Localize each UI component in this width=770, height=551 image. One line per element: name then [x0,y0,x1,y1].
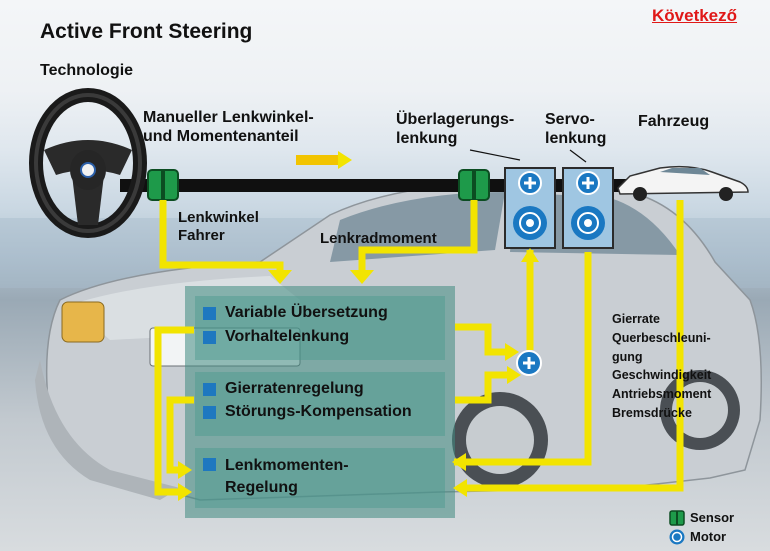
manual-steering-label-line1: Manueller Lenkwinkel- [143,109,314,126]
control-unit-box [185,286,455,518]
flow-arrow-body [296,155,338,165]
bullet-square-icon [203,383,216,396]
lenkradmoment-label: Lenkradmoment [320,230,437,247]
ueberlagerung-actuator [504,167,556,249]
bmw-logo-icon [80,162,96,178]
arrow-right [505,343,519,361]
arrow-left [452,453,466,471]
arrow-down [350,270,374,284]
bullet-square-icon [203,458,216,471]
vehicle-signals-list: Gierrate Querbeschleuni- gung Geschwindi… [612,310,711,423]
lenkwinkel-label-line2: Fahrer [178,227,225,244]
control-item-variable-uebersetzung: Variable Übersetzung [225,304,388,321]
arrow-right [178,461,192,479]
control-block-1 [195,296,445,360]
manual-steering-label: Manueller Lenkwinkel- und Momentenanteil [143,108,314,146]
page-subtitle: Technologie [40,62,134,79]
arrow-right [178,483,192,501]
signal-antriebsmoment: Antriebsmoment [612,387,712,402]
tail-light [61,301,105,343]
signal-bremsdruecke: Bremsdrücke [612,405,692,420]
control-block-2 [195,372,445,436]
control-item-gierratenregelung: Gierratenregelung [225,380,364,397]
control-item-5-line1: Lenkmomenten- [225,457,349,474]
summation-plus-icon [516,350,542,376]
signal-geschwindigkeit: Geschwindigkeit [612,368,712,383]
arrow-down [268,270,292,284]
steering-shaft [120,179,630,192]
arrow-right [507,366,521,384]
bullet-square-icon [203,307,216,320]
flow-arrow [338,151,352,169]
control-item-vorhaltelenkung: Vorhaltelenkung [225,328,350,345]
servo-label-line1: Servo- [545,111,595,128]
signal-arrowheads [178,151,539,501]
ueberlagerung-label: Überlagerungs- lenkung [396,110,514,148]
signal-gierrate: Gierrate [612,312,660,326]
servo-label: Servo- lenkung [545,110,606,148]
arrow-up [521,248,539,262]
signal-querbeschleunigung-1: Querbeschleuni- [612,330,711,345]
legend-sensor-label: Sensor [690,510,735,525]
sensor-icon [458,169,490,201]
control-item-stoerungs-kompensation: Störungs-Kompensation [225,403,412,420]
lenkwinkel-label-line1: Lenkwinkel [178,209,259,226]
leader-line [569,149,587,163]
control-block-3 [195,448,445,508]
legend-sensor-icon [669,510,685,526]
next-link[interactable]: Következő [652,6,738,25]
steering-wheel-image [29,88,147,238]
bullet-square-icon [203,406,216,419]
signal-querbeschleunigung-2: gung [612,349,643,364]
lenkwinkel-label: Lenkwinkel Fahrer [178,209,259,245]
leader-line [469,149,521,161]
sensor-icon [147,169,179,201]
page-title: Active Front Steering [40,20,253,43]
servo-label-line2: lenkung [545,130,607,148]
manual-steering-label-line2: und Momentenanteil [143,128,299,146]
ueberlagerung-label-line1: Überlagerungs- [396,111,515,128]
ueberlagerung-label-line2: lenkung [396,130,458,148]
control-item-lenkmomenten-regelung: Lenkmomenten- Regelung [225,455,349,500]
control-item-5-line2: Regelung [225,479,298,497]
vehicle-icon [617,165,749,201]
legend-motor-label: Motor [690,529,727,544]
legend-motor-icon [669,529,685,545]
bullet-square-icon [203,331,216,344]
servo-actuator [562,167,614,249]
arrow-left [453,479,467,497]
fahrzeug-label: Fahrzeug [638,113,710,130]
